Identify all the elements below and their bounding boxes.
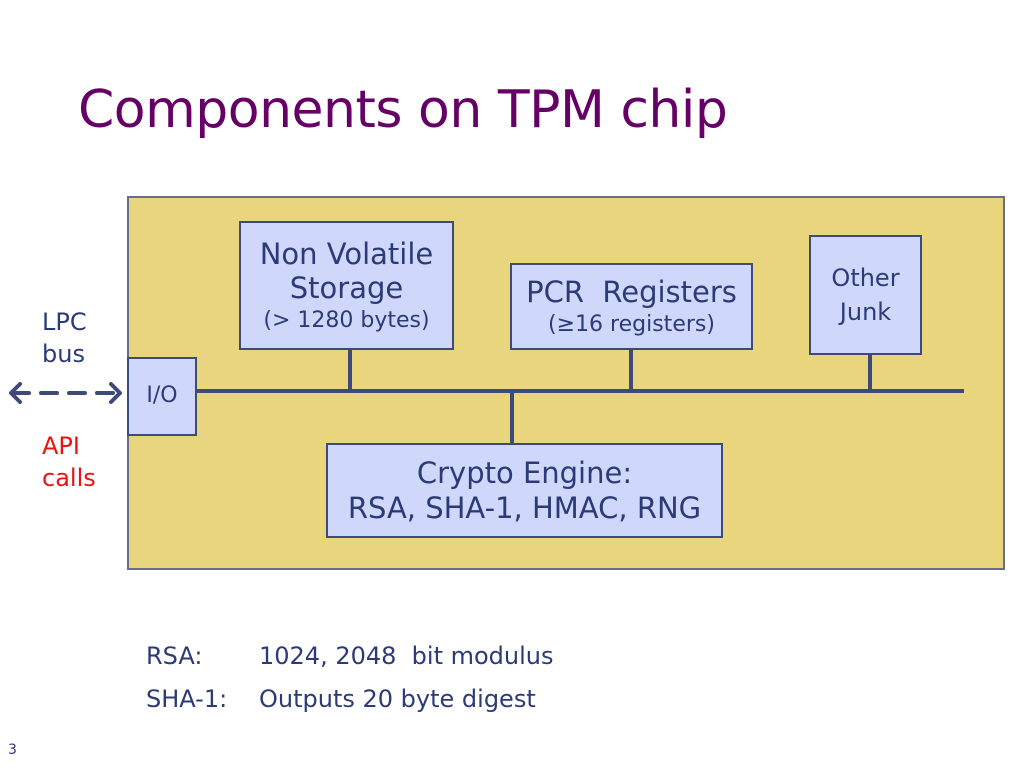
crypto-line1: Crypto Engine: — [416, 455, 633, 490]
nv-storage-line3: (> 1280 bytes) — [263, 308, 430, 334]
pcr-connector — [629, 349, 633, 391]
pcr-line1: PCR Registers — [526, 274, 737, 309]
nv-storage-line1: Non Volatile — [259, 236, 434, 271]
nv-storage-line2: Storage — [289, 271, 404, 306]
api-calls-label: API calls — [42, 430, 96, 494]
slide-title: Components on TPM chip — [78, 80, 728, 140]
nv-storage-box: Non Volatile Storage (> 1280 bytes) — [239, 221, 454, 350]
api-line1: API — [42, 432, 80, 460]
legend-rsa-key: RSA: — [146, 642, 203, 670]
legend-rsa-value: 1024, 2048 bit modulus — [259, 642, 554, 670]
other-junk-box: Other Junk — [809, 235, 922, 355]
lpc-line2: bus — [42, 340, 85, 368]
nv-storage-connector — [348, 348, 352, 391]
lpc-bus-label: LPC bus — [42, 306, 87, 370]
pcr-registers-box: PCR Registers (≥16 registers) — [510, 263, 753, 350]
lpc-bus-arrow — [9, 382, 123, 404]
other-junk-line1: Other — [831, 264, 900, 292]
pcr-line2: (≥16 registers) — [548, 311, 715, 337]
io-label: I/O — [146, 383, 178, 409]
legend-sha-key: SHA-1: — [146, 685, 228, 713]
api-line2: calls — [42, 464, 96, 492]
lpc-line1: LPC — [42, 308, 87, 336]
crypto-engine-box: Crypto Engine: RSA, SHA-1, HMAC, RNG — [326, 443, 723, 538]
slide-number: 3 — [8, 742, 17, 758]
crypto-line2: RSA, SHA-1, HMAC, RNG — [347, 490, 702, 525]
io-box: I/O — [127, 357, 197, 436]
crypto-connector — [510, 391, 514, 443]
legend-sha-value: Outputs 20 byte digest — [259, 685, 536, 713]
internal-bus-line — [196, 389, 964, 393]
other-junk-line2: Junk — [839, 298, 892, 326]
other-junk-connector — [868, 353, 872, 391]
